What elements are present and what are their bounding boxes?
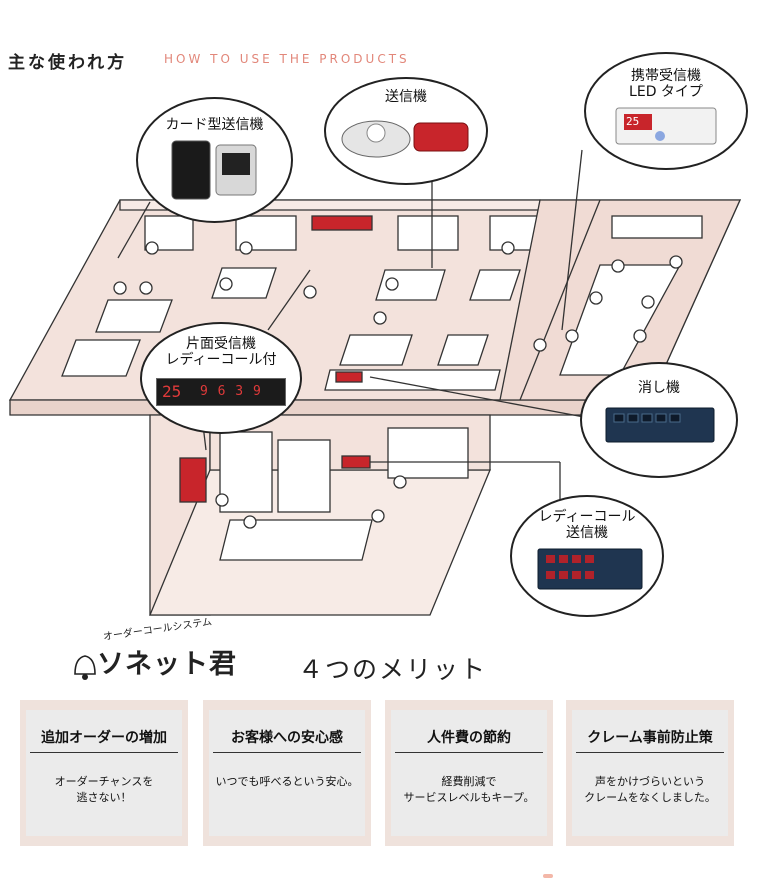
callout-label: 消し機 [638,380,680,396]
table [339,334,413,366]
logo-main: ソネット君 [97,649,237,680]
merit-description: 声をかけづらいという クレームをなくしました。 [584,775,716,804]
mobile-display: 25 [626,115,640,128]
merit-card: クレーム事前防止策 声をかけづらいという クレームをなくしました。 [566,700,734,846]
callout-label: 片面受信機 [186,336,256,352]
floor-edge [9,399,651,416]
merit-divider [213,752,361,753]
table [437,334,489,366]
counter [324,369,501,391]
callout-label: 送信機 [566,525,608,541]
merits-heading: ４つのメリット [298,655,488,684]
callout-label: 送信機 [385,89,427,105]
callout-card-transmitter: カード型送信機 [136,97,293,223]
merit-card: お客様への安心感 いつでも呼べるという安心。 [203,700,371,846]
callout-label: 携帯受信機 [631,68,701,84]
wall-receiver [311,215,373,231]
kitchen-window [387,427,469,479]
window [144,215,194,251]
merit-card: 人件費の節約 経費削減で サービスレベルもキープ。 [385,700,553,846]
section-title: 主な使われ方 [8,53,128,73]
table [211,267,277,299]
section-subtitle: HOW TO USE THE PRODUCTS [164,52,410,66]
merit-description: いつでも呼べるという安心。 [215,775,359,788]
callout-mobile-receiver: 携帯受信機 LED タイプ 25 [584,52,748,170]
transmitter-image [341,120,469,158]
table [469,269,521,301]
fridge [219,431,273,513]
callout-label: レディーコール [538,509,636,525]
callout-label: カード型送信機 [165,117,264,133]
merit-card: 追加オーダーの増加 オーダーチャンスを 逃さない！ [20,700,188,846]
callout-eraser: 消し機 [580,362,738,478]
callout-lady-call: レディーコール 送信機 [510,495,664,617]
table [95,299,173,333]
receiver-panel [156,378,286,406]
merit-divider [395,752,543,753]
callout-label: LED タイプ [629,84,703,100]
merit-title: 人件費の節約 [427,730,511,746]
sonet-logo: オーダーコールシステム ソネット君 [65,617,245,698]
fridge [277,439,331,513]
restaurant-illustration [8,149,742,616]
merit-title: クレーム事前防止策 [587,730,713,746]
merit-title: お客様への安心感 [231,730,343,746]
callout-label: レディーコール付 [165,352,277,368]
table [61,339,141,377]
bell-icon [74,655,96,680]
kitchen-transmitter [341,455,371,469]
card-transmitter-image [171,140,257,200]
receiver-display: 25 [162,382,182,401]
callout-transmitter: 送信機 [324,77,488,185]
eraser-image [605,407,715,443]
decorative-mark [543,874,553,878]
merit-divider [30,752,178,753]
merit-description: オーダーチャンスを 逃さない！ [54,775,154,804]
lady-call-image [537,548,643,590]
window [611,215,703,239]
kitchen-receiver [179,457,207,503]
mobile-receiver-image [615,107,717,145]
kitchen-counter [219,519,373,561]
counter-device [335,371,363,383]
merit-title: 追加オーダーの増加 [41,730,167,746]
merit-description: 経費削減で サービスレベルもキープ。 [403,775,535,804]
window [397,215,459,251]
merit-divider [576,752,724,753]
receiver-digits: 9 6 3 9 [200,384,262,399]
callout-single-receiver: 片面受信機 レディーコール付 25 9 6 3 9 [140,322,302,434]
